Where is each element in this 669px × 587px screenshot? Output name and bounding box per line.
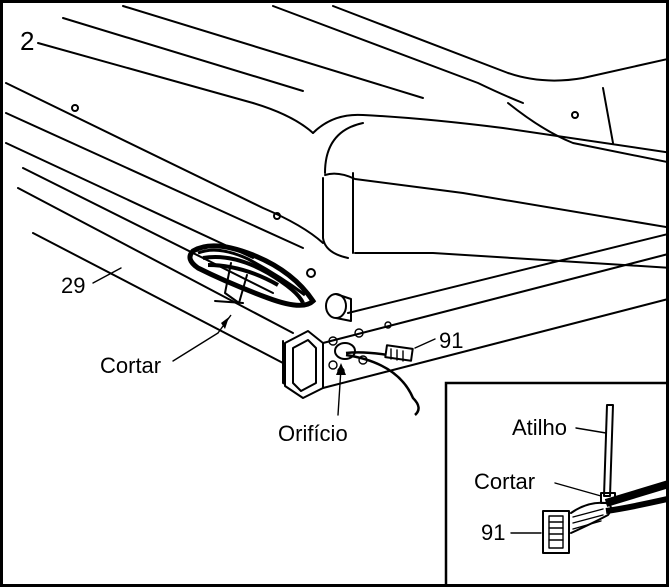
coiled-wire-bundle — [187, 243, 317, 308]
hole-label: Orifício — [278, 421, 348, 446]
treadmill-hood — [5, 5, 666, 294]
step-number: 2 — [20, 26, 34, 56]
cut-label-main: Cortar — [100, 353, 161, 378]
wire-91 — [345, 344, 420, 416]
tie-label: Atilho — [512, 415, 567, 440]
part-label-29: 29 — [61, 273, 85, 298]
inset-detail — [444, 381, 666, 584]
assembly-illustration: 2 29 Cortar Orifício 91 Atilho Cortar 91 — [5, 5, 666, 584]
part-label-91-main: 91 — [439, 328, 463, 353]
cut-label-inset: Cortar — [474, 469, 535, 494]
part-label-91-inset: 91 — [481, 520, 505, 545]
leader-lines — [92, 267, 436, 416]
